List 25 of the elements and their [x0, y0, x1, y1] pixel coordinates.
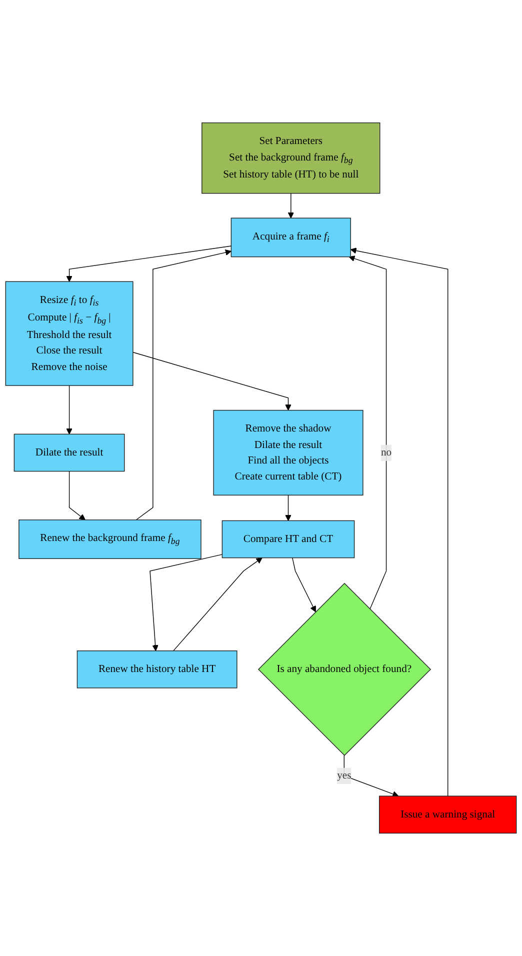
node-diamond: Is any abandoned object found?: [258, 582, 432, 756]
edge-label: yes: [337, 770, 352, 782]
arrow: [132, 352, 292, 411]
node-box: Acquire a frame f$_{i}$: [230, 218, 351, 258]
node-box: Set Parameters Set the background frame f$_{bg}$ Set history table (HT) to be null: [202, 122, 380, 194]
arrow: [136, 249, 232, 520]
node-box: Dilate the result: [14, 434, 125, 472]
arrow: [288, 193, 294, 218]
arrow: [150, 554, 223, 652]
arrow: [350, 248, 448, 796]
arrow: [285, 494, 292, 521]
arrow: [66, 385, 72, 434]
node-box: Compare HT and CT: [222, 520, 355, 558]
arrow: [173, 558, 262, 652]
node-box: Renew the history table HT: [76, 650, 238, 688]
node-box: Remove the shadow Dilate the result Find all the objects Create current table (CT): [213, 410, 364, 496]
arrow: [348, 256, 387, 610]
arrow: [68, 470, 86, 520]
node-box: Issue a warning signal: [379, 796, 517, 834]
node-box: Resize f$_{i}$ to f$_{is}$ Compute | f$_{is}$ − f$_{bg}$ | Threshold the result Close the result Remove the noise: [5, 281, 134, 386]
arrow: [66, 246, 232, 282]
arrow: [292, 557, 316, 612]
edge-label: no: [380, 446, 392, 458]
node-box: Renew the background frame f$_{bg}$: [18, 520, 202, 559]
arrow: [344, 755, 399, 797]
